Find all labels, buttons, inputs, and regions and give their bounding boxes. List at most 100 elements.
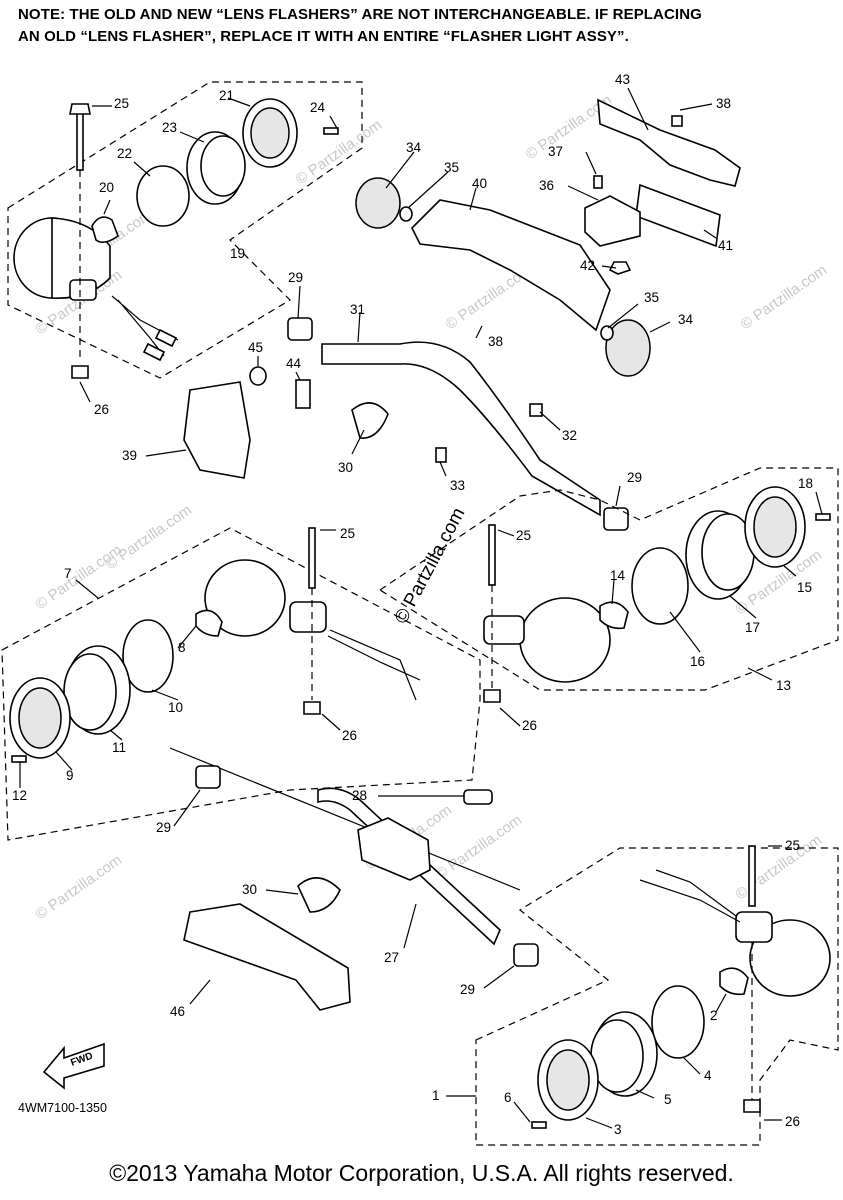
- callout-29: 29: [460, 982, 475, 997]
- callout-25: 25: [785, 838, 800, 853]
- callout-3: 3: [614, 1122, 622, 1137]
- washer-35b: [600, 325, 614, 341]
- callout-29: 29: [627, 470, 642, 485]
- watermark: © Partzilla.com: [738, 261, 831, 333]
- connector: [154, 328, 178, 348]
- callout-35: 35: [644, 290, 659, 305]
- bulb-14: [599, 601, 629, 630]
- callout-4: 4: [704, 1068, 712, 1083]
- watermark: © Partzilla.com: [33, 851, 126, 923]
- main-watermark: © Partzilla.com: [391, 504, 470, 627]
- bolt-28: [463, 789, 493, 805]
- collar-29b: [603, 507, 629, 531]
- assembly-1-dashed-outline: [475, 847, 839, 1146]
- gasket-16: [631, 547, 689, 625]
- callout-32: 32: [562, 428, 577, 443]
- nut-26: [71, 365, 89, 379]
- callout-17: 17: [745, 620, 760, 635]
- callout-10: 10: [168, 700, 183, 715]
- connector: [142, 342, 166, 362]
- bolt-32: [529, 403, 543, 417]
- nut-26: [483, 689, 501, 703]
- callout-28: 28: [352, 788, 367, 803]
- washer-35: [399, 206, 413, 222]
- rear-left-flasher-group: [7, 81, 363, 379]
- plate-41: [635, 183, 721, 248]
- rim-5-inner: [590, 1019, 644, 1093]
- callout-26: 26: [342, 728, 357, 743]
- callout-29: 29: [288, 270, 303, 285]
- nut-26: [743, 1099, 761, 1113]
- stay-27: [317, 787, 501, 946]
- cover-39: [183, 381, 251, 479]
- front-left-flasher-group: [1, 527, 481, 841]
- callout-1: 1: [432, 1088, 440, 1103]
- stay-31: [321, 341, 601, 517]
- callout-24: 24: [310, 100, 326, 115]
- bolt-25-head: [69, 103, 91, 115]
- diagram-code: 4WM7100-1350: [18, 1101, 107, 1115]
- mount-bracket: [483, 615, 525, 645]
- callout-13: 13: [776, 678, 791, 693]
- callout-7: 7: [64, 566, 72, 581]
- reflector-34b: [605, 319, 651, 377]
- gasket-10: [122, 619, 174, 693]
- screw-24: [323, 127, 339, 135]
- callout-35: 35: [444, 160, 459, 175]
- bolt-37: [593, 175, 603, 189]
- callout-31: 31: [350, 302, 365, 317]
- callout-25: 25: [340, 526, 355, 541]
- lens-housing: [519, 597, 611, 683]
- callout-34: 34: [678, 312, 694, 327]
- callout-labels: 25 21 24 23 22 20 19 26 43 38 37 36 34 3…: [12, 72, 813, 1137]
- rim-11-inner: [63, 653, 117, 731]
- callout-16: 16: [690, 654, 705, 669]
- callout-30: 30: [242, 882, 257, 897]
- gasket-4: [651, 985, 705, 1059]
- callout-38: 38: [488, 334, 503, 349]
- fwd-arrow: FWD: [42, 1042, 105, 1090]
- callout-5: 5: [664, 1092, 672, 1107]
- callout-39: 39: [122, 448, 137, 463]
- nut-42: [608, 261, 632, 275]
- callout-12: 12: [12, 788, 27, 803]
- callout-22: 22: [117, 146, 132, 161]
- lens-9-face: [18, 687, 62, 749]
- note-line-1: NOTE: THE OLD AND NEW “LENS FLASHERS” AR…: [18, 6, 702, 23]
- callout-9: 9: [66, 768, 74, 783]
- bracket-43: [597, 98, 741, 187]
- callout-46: 46: [170, 1004, 185, 1019]
- callout-27: 27: [384, 950, 399, 965]
- callout-2: 2: [710, 1008, 718, 1023]
- wire-leads: [327, 629, 421, 701]
- collar-29: [287, 317, 313, 341]
- callout-42: 42: [580, 258, 595, 273]
- bolt-25: [488, 524, 496, 586]
- license-bracket-group: [355, 98, 741, 377]
- bolt-38: [671, 115, 683, 127]
- callout-6: 6: [504, 1090, 512, 1105]
- note-text: NOTE: THE OLD AND NEW “LENS FLASHERS” AR…: [18, 4, 838, 48]
- bracket-40: [411, 199, 611, 332]
- callout-11: 11: [112, 740, 126, 755]
- gasket-22: [136, 165, 190, 227]
- rim-23-inner: [200, 135, 246, 197]
- callout-25: 25: [516, 528, 531, 543]
- cover-46: [183, 903, 351, 1011]
- assembly-7-dashed-outline: [1, 527, 481, 841]
- spacer-44: [295, 379, 311, 409]
- mount-bracket: [289, 601, 327, 633]
- callout-26: 26: [522, 718, 537, 733]
- callout-25: 25: [114, 96, 129, 111]
- callout-23: 23: [162, 120, 177, 135]
- fwd-arrow-shape: [42, 1042, 105, 1090]
- callout-45: 45: [248, 340, 263, 355]
- bolt-25: [308, 527, 316, 589]
- bulb-8: [195, 609, 223, 637]
- screw-18: [815, 513, 831, 521]
- flasher-stay-group: [183, 317, 629, 531]
- callout-15: 15: [797, 580, 812, 595]
- watermark: © Partzilla.com: [103, 501, 196, 573]
- bulb-2: [719, 967, 749, 996]
- lens-21-face: [250, 107, 290, 159]
